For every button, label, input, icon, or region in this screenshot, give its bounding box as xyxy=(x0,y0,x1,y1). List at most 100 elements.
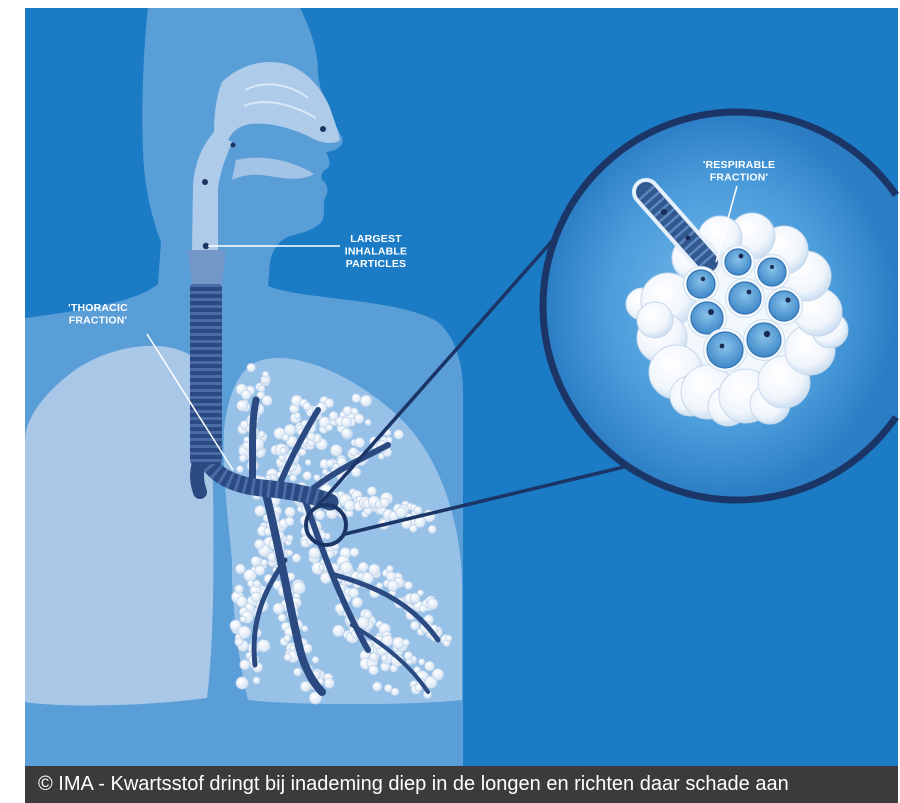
particle-dot xyxy=(785,297,790,302)
alveolus-bubble xyxy=(357,617,369,629)
label-line: INHALABLE xyxy=(345,246,407,258)
alveolus-bubble xyxy=(307,433,315,441)
label-respirable-fraction: 'RESPIRABLE FRACTION' xyxy=(703,159,775,184)
alveolus-bubble xyxy=(294,413,300,419)
alveolus-bubble xyxy=(344,500,355,511)
alveolus-opening xyxy=(707,332,743,368)
label-line: PARTICLES xyxy=(346,258,407,270)
alveolus-bubble xyxy=(255,506,266,517)
alveolus-bubble xyxy=(350,548,359,557)
alveolus-bubble xyxy=(402,639,409,646)
alveolus-bubble xyxy=(343,406,352,415)
alveolus-bubble xyxy=(386,565,393,572)
alveolus-bubble xyxy=(333,625,345,637)
particle-dot xyxy=(686,236,691,241)
label-line: LARGEST xyxy=(350,233,402,245)
alveolus-bubble xyxy=(258,640,270,652)
left-lung xyxy=(25,346,213,706)
alveolus-bubble xyxy=(432,669,443,680)
alveolus-bubble xyxy=(262,371,268,377)
alveolus-bubble xyxy=(237,400,248,411)
bronchus-branch xyxy=(252,400,256,486)
alveolus-bubble xyxy=(278,614,286,622)
particle-dot xyxy=(739,254,744,259)
alveolus-bubble xyxy=(305,459,311,465)
alveolus-bubble xyxy=(255,566,265,576)
alveolus-bubble xyxy=(327,460,334,467)
label-line: FRACTION' xyxy=(69,315,128,327)
alveolus-bubble xyxy=(262,395,272,405)
alveolus-bubble xyxy=(290,475,297,482)
alveolus-bubble xyxy=(414,506,422,514)
alveolus-bubble xyxy=(394,430,403,439)
alveolus-bubble xyxy=(280,447,287,454)
alveolus-bubble xyxy=(285,517,294,526)
alveolus-opening xyxy=(747,323,781,357)
alveolus-bubble xyxy=(309,548,320,559)
alveolus-bubble xyxy=(300,681,310,691)
caption-bar: © IMA - Kwartsstof dringt bij inademing … xyxy=(25,766,898,803)
alveolus-bubble xyxy=(410,621,419,630)
alveolus-bubble xyxy=(293,582,305,594)
label-line: 'THORACIC xyxy=(68,302,128,314)
alveolus-bubble xyxy=(446,635,452,641)
alveolus-bubble xyxy=(342,417,352,427)
alveolus-bubble xyxy=(360,395,371,406)
alveolus-bubble xyxy=(302,626,308,632)
alveolus-bubble xyxy=(235,564,245,574)
alveolus-bubble xyxy=(315,510,325,520)
alveolus-bubble xyxy=(235,638,243,646)
alveolus-bubble xyxy=(352,394,361,403)
alveolus-bubble xyxy=(247,363,256,372)
alveolus-bubble xyxy=(261,560,267,566)
alveolus-bubble xyxy=(425,661,435,671)
alveolus-bubble xyxy=(365,419,371,425)
alveolus-bubble xyxy=(340,562,352,574)
alveolus-bubble xyxy=(240,660,250,670)
label-largest-inhalable-particles: LARGEST INHALABLE PARTICLES xyxy=(345,233,407,270)
alveolus-bubble xyxy=(637,302,673,338)
alveolus-bubble xyxy=(244,437,250,443)
alveolus-bubble xyxy=(253,677,260,684)
alveolus-bubble xyxy=(284,654,291,661)
alveolus-bubble xyxy=(325,399,334,408)
alveolus-bubble xyxy=(238,626,250,638)
alveolus-bubble xyxy=(359,562,369,572)
alveolus-bubble xyxy=(367,487,376,496)
alveolus-bubble xyxy=(284,635,291,642)
alveolus-bubble xyxy=(294,668,302,676)
alveolus-bubble xyxy=(324,678,334,688)
alveolus-bubble xyxy=(303,402,311,410)
alveolus-bubble xyxy=(284,424,295,435)
bronchus-left-main xyxy=(197,460,200,492)
alveolus-opening xyxy=(758,258,786,286)
alveolus-opening xyxy=(725,249,751,275)
alveolus-bubble xyxy=(427,598,438,609)
larynx xyxy=(188,250,226,285)
alveolus-bubble xyxy=(236,677,248,689)
alveolus-opening xyxy=(769,291,799,321)
alveolus-bubble xyxy=(258,431,264,437)
alveolus-bubble xyxy=(326,424,333,431)
label-line: 'RESPIRABLE xyxy=(703,159,775,171)
alveolus-bubble xyxy=(241,390,251,400)
alveolus-bubble xyxy=(428,525,436,533)
alveolus-bubble xyxy=(299,449,306,456)
particle-dot xyxy=(708,309,714,315)
trachea xyxy=(190,284,222,464)
alveolus-bubble xyxy=(410,593,420,603)
alveolus-bubble xyxy=(352,597,363,608)
alveolus-bubble xyxy=(388,580,399,591)
alveolus-bubble xyxy=(312,657,319,664)
alveolus-bubble xyxy=(396,507,407,518)
alveolus-bubble xyxy=(285,507,295,517)
alveolus-bubble xyxy=(239,455,246,462)
particle-dot xyxy=(661,209,667,215)
alveolus-bubble xyxy=(342,428,352,438)
particle-dot xyxy=(720,344,725,349)
alveolus-bubble xyxy=(410,525,418,533)
particle-dot xyxy=(764,331,770,337)
label-thoracic-fraction: 'THORACIC FRACTION' xyxy=(68,302,128,327)
